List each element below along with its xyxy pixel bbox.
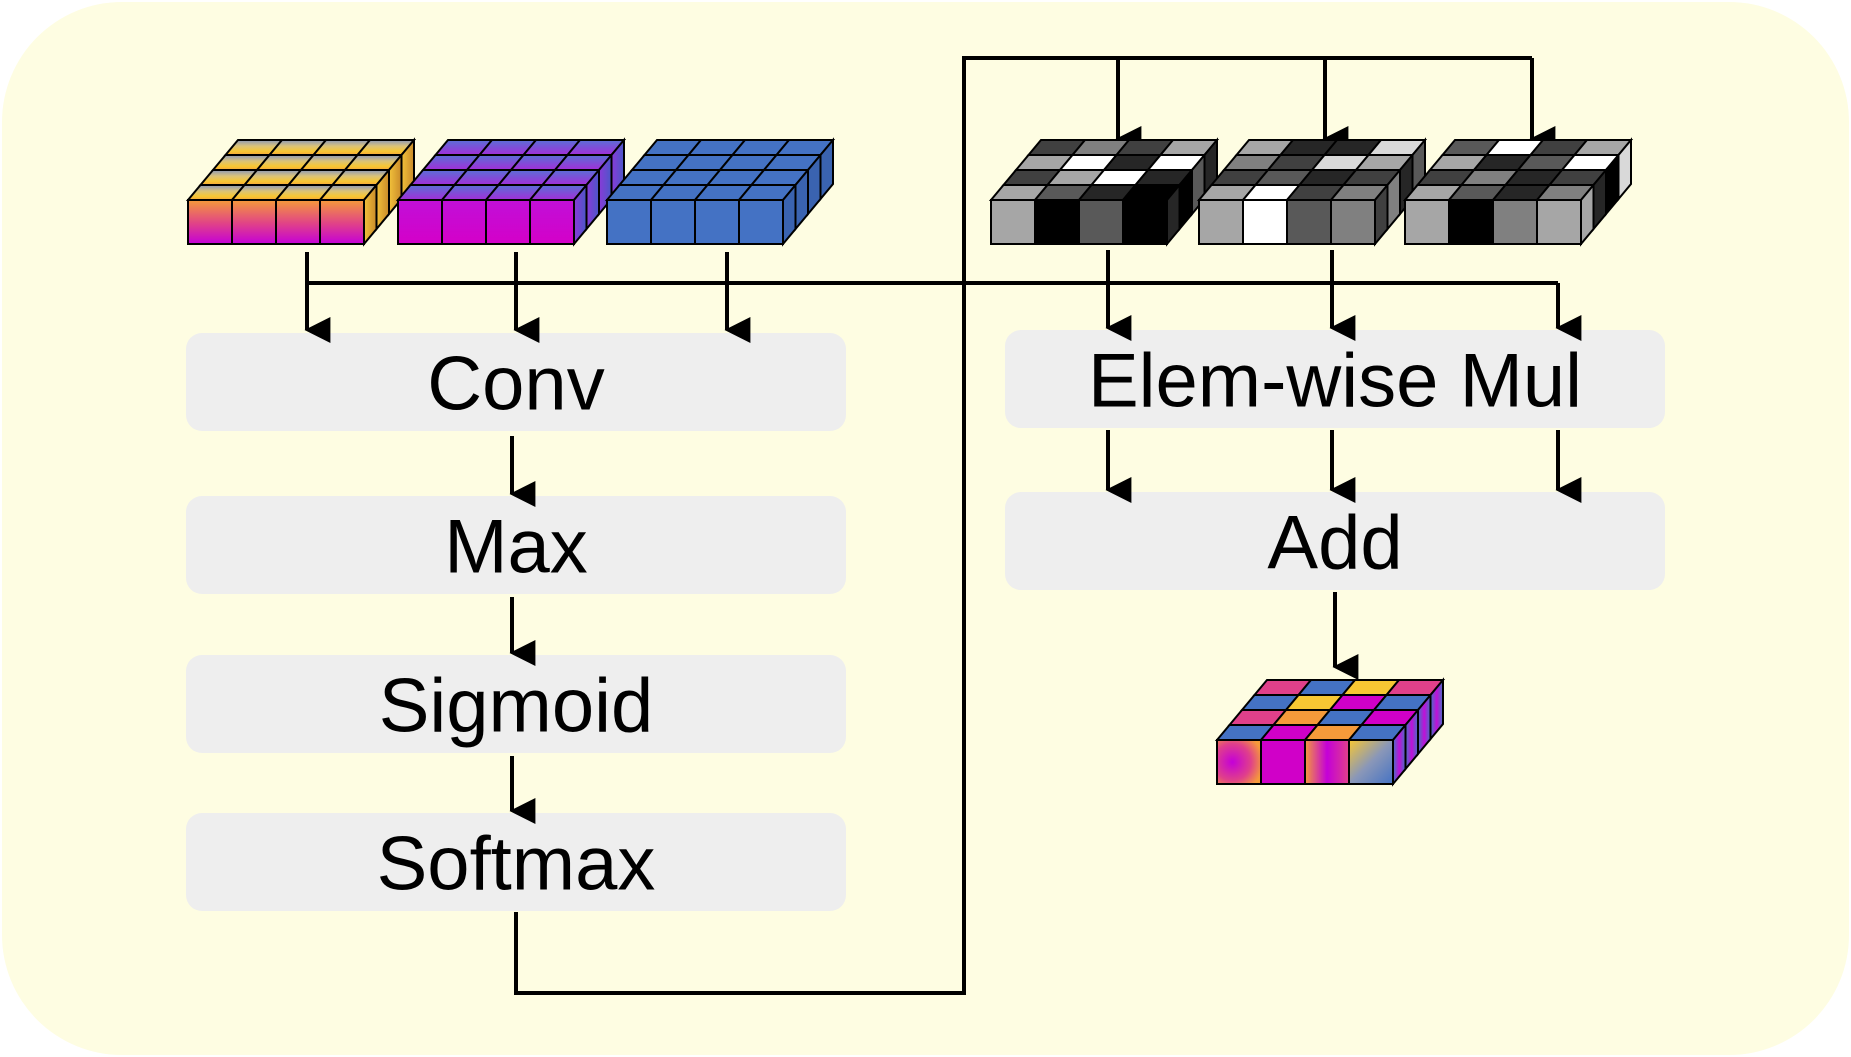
elem-wise-mul-box-rect <box>1005 330 1665 428</box>
weight-map-1-front-cell <box>1034 199 1080 245</box>
weight-map-1-front-cell <box>1078 199 1124 245</box>
input-map-sunset <box>185 137 417 247</box>
output-fused-map-side-cell <box>1429 677 1444 742</box>
max-box: Max <box>186 496 846 594</box>
elem-wise-mul-label: Elem-wise Mul <box>1088 339 1582 424</box>
softmax-label: Softmax <box>377 822 656 907</box>
input-map-purple-front-cell <box>441 199 487 245</box>
input-map-blue-front-cell <box>694 199 740 245</box>
weight-map-1 <box>988 137 1220 247</box>
add-box-rect <box>1005 492 1665 590</box>
max-label: Max <box>444 505 588 590</box>
conv-box: Conv <box>186 333 846 431</box>
sigmoid-box-rect <box>186 655 846 753</box>
input-map-sunset-front-cell <box>187 199 233 245</box>
input-map-blue-front-cell <box>606 199 652 245</box>
conv-box-rect <box>186 333 846 431</box>
sigmoid-box: Sigmoid <box>186 655 846 753</box>
weight-map-1-front-cell <box>1122 199 1168 245</box>
input-map-purple-front-cell <box>397 199 443 245</box>
conv-label: Conv <box>427 342 604 427</box>
feature-maps <box>185 137 1634 787</box>
output-fused-map <box>1214 677 1446 787</box>
add-box: Add <box>1005 492 1665 590</box>
input-map-sunset-front-cell <box>231 199 277 245</box>
weight-map-2-front-cell <box>1242 199 1288 245</box>
weight-map-2-front-cell <box>1198 199 1244 245</box>
weight-map-3-front-cell <box>1536 199 1582 245</box>
weight-map-3-front-cell <box>1448 199 1494 245</box>
input-map-purple <box>395 137 627 247</box>
input-map-sunset-front-cell <box>275 199 321 245</box>
elem-wise-mul-box: Elem-wise Mul <box>1005 330 1665 428</box>
output-fused-map-front-cell <box>1348 739 1394 785</box>
weight-map-1-front-cell <box>990 199 1036 245</box>
input-map-purple-front-cell <box>485 199 531 245</box>
softmax-feedback-line <box>514 56 1532 995</box>
weight-map-3 <box>1402 137 1634 247</box>
input-map-blue-front-cell <box>650 199 696 245</box>
weight-map-2-front-cell <box>1330 199 1376 245</box>
input-map-blue-side-cell <box>819 137 834 202</box>
softmax-box: Softmax <box>186 813 846 911</box>
input-map-sunset-front-cell <box>319 199 365 245</box>
add-label: Add <box>1267 501 1402 586</box>
input-map-blue <box>604 137 836 247</box>
output-fused-map-front-cell <box>1260 739 1306 785</box>
sigmoid-label: Sigmoid <box>379 664 654 749</box>
output-fused-map-front-cell <box>1216 739 1262 785</box>
weight-map-2 <box>1196 137 1428 247</box>
weight-map-3-front-cell <box>1404 199 1450 245</box>
input-map-purple-front-cell <box>529 199 575 245</box>
input-map-blue-front-cell <box>738 199 784 245</box>
softmax-box-rect <box>186 813 846 911</box>
output-fused-map-front-cell <box>1304 739 1350 785</box>
connectors <box>304 56 1582 995</box>
weight-map-2-front-cell <box>1286 199 1332 245</box>
weight-map-3-side-cell <box>1617 137 1632 202</box>
weight-map-3-front-cell <box>1492 199 1538 245</box>
max-box-rect <box>186 496 846 594</box>
